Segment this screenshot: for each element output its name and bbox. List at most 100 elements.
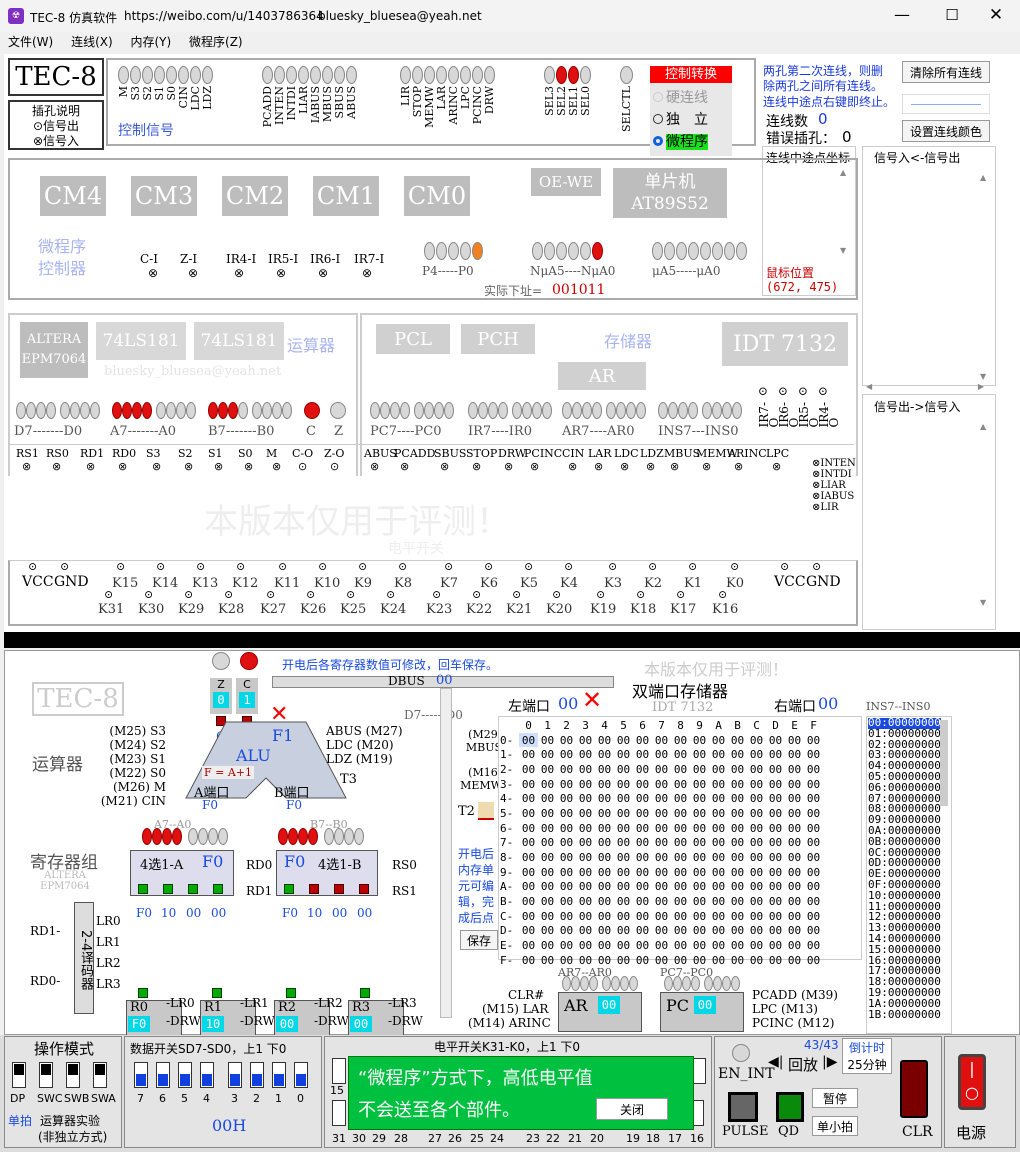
mem-cell[interactable]: 00 [730, 865, 745, 879]
ins-item[interactable]: 0E:00000000 [868, 867, 941, 881]
mem-cell[interactable]: 00 [749, 851, 764, 865]
mem-cell[interactable]: 00 [806, 851, 821, 865]
mem-cell[interactable]: 00 [616, 865, 631, 879]
ins-item[interactable]: 06:00000000 [868, 780, 941, 794]
mem-cell[interactable]: 00 [597, 821, 612, 835]
mem-cell[interactable]: 00 [806, 939, 821, 953]
mem-cell[interactable]: 00 [673, 836, 688, 850]
k-jack-icon[interactable]: ⊙ [688, 560, 698, 573]
mem-cell[interactable]: 00 [692, 821, 707, 835]
mem-cell[interactable]: 00 [578, 851, 593, 865]
mem-cell[interactable]: 00 [787, 733, 802, 747]
mem-cell[interactable]: 00 [635, 748, 650, 762]
replay-next-icon[interactable]: |▶ [822, 1054, 838, 1070]
mem-cell[interactable]: 00 [559, 733, 574, 747]
ins-item[interactable]: 0D:00000000 [868, 856, 941, 870]
mem-cell[interactable]: 00 [787, 836, 802, 850]
mem-cell[interactable]: 00 [540, 880, 555, 894]
mem-cell[interactable]: 00 [616, 748, 631, 762]
mem-cell[interactable]: 00 [806, 836, 821, 850]
k-jack-icon[interactable]: ⊙ [224, 588, 234, 601]
mem-cell[interactable]: 00 [711, 762, 726, 776]
ir-out-jack-icon[interactable]: ⊙ [778, 384, 789, 398]
mem-cell[interactable]: 00 [521, 748, 536, 762]
mem-cell[interactable]: 00 [673, 733, 688, 747]
mem-cell[interactable]: 00 [787, 851, 802, 865]
k-jack-icon[interactable]: ⊙ [676, 588, 686, 601]
data-switch[interactable] [250, 1062, 264, 1088]
mem-cell[interactable]: 00 [654, 777, 669, 791]
mem-cell[interactable]: 00 [559, 821, 574, 835]
mem-cell[interactable]: 00 [559, 909, 574, 923]
mem-cell[interactable]: 00 [692, 792, 707, 806]
mem-cell[interactable]: 00 [616, 939, 631, 953]
jack-in-icon[interactable]: ⊗ [504, 460, 514, 473]
jack-in-icon[interactable]: ⊗ [276, 266, 287, 280]
mem-cell[interactable]: 00 [635, 895, 650, 909]
mem-cell[interactable]: 00 [673, 821, 688, 835]
jack-in-icon[interactable]: ⊗ [152, 460, 162, 473]
mem-cell[interactable]: 00 [540, 748, 555, 762]
clr-button[interactable] [900, 1060, 928, 1118]
int-jack[interactable]: ⊗LIR [812, 502, 839, 513]
mem-cell[interactable]: 00 [578, 777, 593, 791]
mem-cell[interactable]: 00 [749, 748, 764, 762]
mem-cell[interactable]: 00 [559, 748, 574, 762]
k-jack-icon[interactable]: ⊙ [266, 588, 276, 601]
mem-cell[interactable]: 00 [768, 909, 783, 923]
ins-item[interactable]: 09:00000000 [868, 813, 941, 827]
mem-cell[interactable]: 00 [578, 821, 593, 835]
jack-in-icon[interactable]: ⊗ [86, 460, 96, 473]
jack-in-icon[interactable]: ⊗ [594, 460, 604, 473]
mem-cell[interactable]: 00 [711, 792, 726, 806]
mem-cell[interactable]: 00 [806, 748, 821, 762]
mem-cell[interactable]: 00 [616, 953, 631, 967]
ir-out-jack-icon[interactable]: ⊙ [758, 384, 769, 398]
mem-cell[interactable]: 00 [749, 909, 764, 923]
ins-item[interactable]: 00:00000000 [868, 716, 941, 729]
mem-cell[interactable]: 00 [559, 865, 574, 879]
mem-cell[interactable]: 00 [692, 748, 707, 762]
mem-cell[interactable]: 00 [635, 924, 650, 938]
jack-in-icon[interactable]: ⊗ [244, 460, 254, 473]
mem-cell[interactable]: 00 [711, 748, 726, 762]
mem-cell[interactable]: 00 [711, 851, 726, 865]
mem-cell[interactable]: 00 [787, 865, 802, 879]
jack-in-icon[interactable]: ⊗ [234, 266, 245, 280]
k-jack-icon[interactable]: ⊙ [484, 560, 494, 573]
jack-in-icon[interactable]: ⊗ [318, 266, 329, 280]
mem-cell[interactable]: 00 [616, 806, 631, 820]
mem-cell[interactable]: 00 [692, 953, 707, 967]
jack-in-icon[interactable]: ⊗ [118, 460, 128, 473]
menu-connect[interactable]: 连线(X) [71, 35, 113, 49]
mem-cell[interactable]: 00 [711, 895, 726, 909]
mem-cell[interactable]: 00 [616, 836, 631, 850]
mem-cell[interactable]: 00 [749, 792, 764, 806]
mem-cell[interactable]: 00 [749, 733, 764, 747]
mode-independent[interactable]: 独 立 [650, 109, 732, 129]
mem-cell[interactable]: 00 [768, 806, 783, 820]
mem-cell[interactable]: 00 [540, 792, 555, 806]
ins-item[interactable]: 17:00000000 [868, 964, 941, 978]
mem-cell[interactable]: 00 [578, 836, 593, 850]
mem-cell[interactable]: 00 [692, 851, 707, 865]
jack-in-icon[interactable]: ⊗ [702, 460, 712, 473]
mem-cell[interactable]: 00 [597, 762, 612, 776]
mem-cell[interactable]: 00 [540, 836, 555, 850]
mem-cell[interactable]: 00 [635, 939, 650, 953]
ins-item[interactable]: 13:00000000 [868, 921, 941, 935]
mem-cell[interactable]: 00 [692, 865, 707, 879]
mem-cell[interactable]: 00 [806, 792, 821, 806]
k-jack-icon[interactable]: ⊙ [608, 560, 618, 573]
mem-cell[interactable]: 00 [673, 909, 688, 923]
mem-cell[interactable]: 00 [768, 895, 783, 909]
mem-cell[interactable]: 00 [673, 953, 688, 967]
data-switch[interactable] [200, 1062, 214, 1088]
mem-cell[interactable]: 00 [730, 836, 745, 850]
power-jack-icon[interactable]: ⊙ [812, 560, 822, 573]
signal-in-out-scroll-down-icon[interactable]: ▼ [980, 372, 987, 381]
mem-cell[interactable]: 00 [616, 909, 631, 923]
mem-cell[interactable]: 00 [521, 821, 536, 835]
mem-cell[interactable]: 00 [787, 806, 802, 820]
mem-cell[interactable]: 00 [578, 865, 593, 879]
